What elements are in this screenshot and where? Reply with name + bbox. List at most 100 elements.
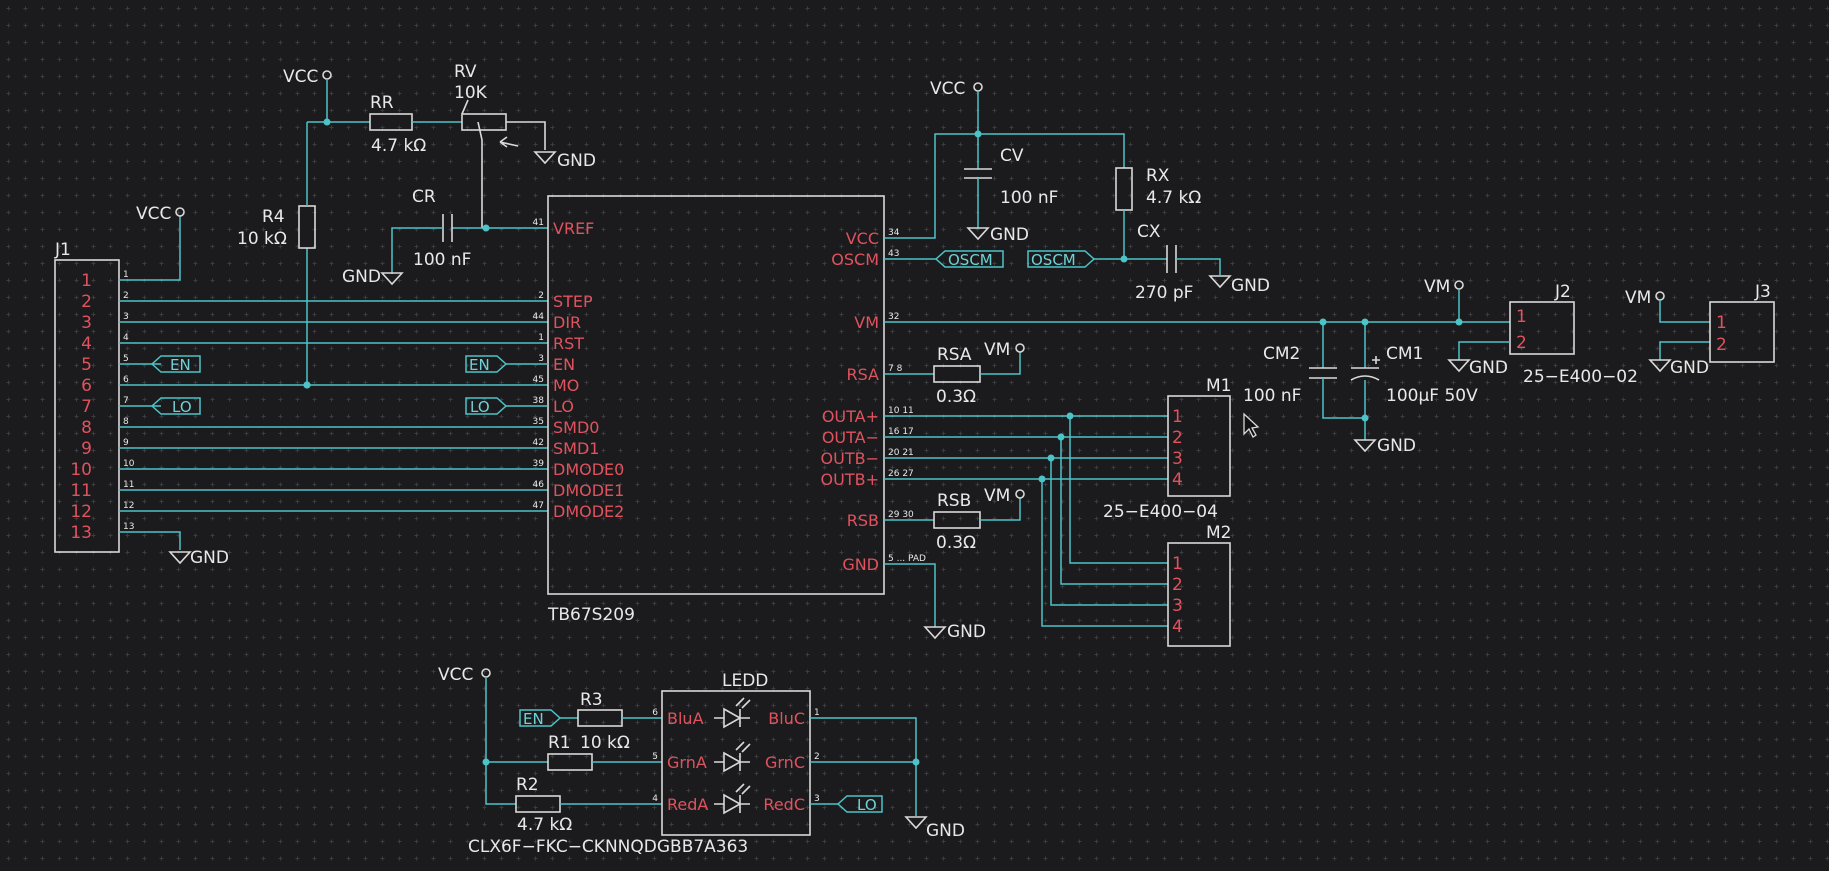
svg-text:1: 1 — [1172, 554, 1183, 574]
ledd-part: CLX6F−FKC−CKNNQDGBB7A363 — [468, 837, 748, 857]
net-label-lo-ic[interactable]: LO — [465, 397, 548, 416]
net-label-en-led[interactable]: EN — [519, 709, 578, 728]
ic-pin-name: RSB — [847, 511, 879, 530]
svg-text:VM: VM — [1424, 277, 1450, 297]
led-anode-name: RedA — [667, 795, 708, 814]
ic-pin-name: GND — [842, 555, 879, 574]
ic-pin-number: 26 27 — [888, 469, 914, 479]
ic-pin-number: 39 — [533, 459, 545, 469]
ic-pin-name: OUTB+ — [821, 470, 879, 489]
wire-j1-gnd — [119, 531, 181, 550]
gnd-symbol-cv: GND — [966, 225, 1029, 245]
cr-value: 100 nF — [413, 250, 471, 270]
ic-pin-number: 46 — [533, 480, 545, 490]
j1-pin-number: 6 — [81, 376, 92, 396]
ic-pin-number: 41 — [533, 218, 544, 228]
led-diode-icon — [714, 783, 751, 815]
ic-pin-name: VREF — [553, 219, 594, 238]
ic-pin-name: SMD0 — [553, 418, 599, 437]
ic-tb67s209[interactable]: TB67S209 VREF41STEP2DIR44RST1EN3MO45LO38… — [533, 195, 926, 625]
j1-pin-index: 5 — [123, 354, 129, 364]
j1-pin-number: 10 — [70, 460, 92, 480]
led-diode-icon — [714, 741, 751, 773]
svg-text:EN: EN — [469, 356, 490, 374]
ic-pin-name: OSCM — [831, 250, 879, 269]
net-label-oscm-ic[interactable]: OSCM — [884, 250, 1004, 269]
svg-text:2: 2 — [1172, 575, 1183, 595]
svg-text:VCC: VCC — [930, 79, 965, 99]
ic-pin-name: MO — [553, 376, 579, 395]
cx-ref: CX — [1137, 222, 1161, 242]
j1-pin-number: 11 — [70, 481, 92, 501]
svg-text:4: 4 — [1172, 617, 1183, 637]
ic-pin-number: 7 8 — [888, 364, 903, 374]
ic-pin-number: 35 — [533, 417, 544, 427]
ledd-ref: LEDD — [722, 671, 768, 691]
ic-pin-number: 32 — [888, 312, 899, 322]
j2-ref: J2 — [1554, 282, 1571, 302]
connector-j3[interactable]: J3 1 2 — [1709, 282, 1775, 363]
rv-value: 10K — [454, 83, 488, 103]
led-cathode-name: RedC — [763, 795, 805, 814]
rsb-value: 0.3Ω — [936, 533, 976, 553]
svg-text:EN: EN — [170, 356, 191, 374]
j1-pin-index: 6 — [123, 375, 129, 385]
net-label-lo-j1[interactable]: LO — [119, 397, 201, 416]
svg-text:GND: GND — [1231, 276, 1270, 296]
potentiometer-rv[interactable] — [461, 99, 546, 150]
mouse-pointer-icon — [1243, 412, 1260, 438]
j1-pin-index: 12 — [123, 501, 134, 511]
ic-pin-number: 1 — [538, 333, 544, 343]
r2-value: 4.7 kΩ — [517, 815, 572, 835]
rx-ref: RX — [1146, 166, 1170, 186]
ic-pin-number: 29 30 — [888, 510, 914, 520]
led-cathode-name: BluC — [768, 709, 805, 728]
rr-ref: RR — [370, 93, 394, 113]
vcc-symbol-j1: VCC — [136, 204, 185, 224]
svg-text:OSCM: OSCM — [948, 251, 993, 269]
wire-ic-vcc — [884, 133, 1125, 239]
ic-pin-number: 20 21 — [888, 448, 914, 458]
ic-pin-name: DMODE1 — [553, 481, 624, 500]
net-label-lo-led[interactable]: LO — [836, 795, 883, 814]
bus-wires-j1-ic — [119, 300, 548, 512]
svg-text:2: 2 — [1716, 335, 1727, 355]
connector-m2[interactable]: M2 1 2 3 4 — [1167, 523, 1231, 647]
svg-text:3: 3 — [1172, 596, 1183, 616]
net-label-en-ic[interactable]: EN — [465, 355, 548, 374]
ic-pin-name: RSA — [846, 365, 879, 384]
ic-pin-name: DIR — [553, 313, 581, 332]
rv-ref: RV — [454, 62, 477, 82]
j1-pin-number: 9 — [81, 439, 92, 459]
j1-pin-number: 7 — [81, 397, 92, 417]
j3-ref: J3 — [1754, 282, 1771, 302]
led-cathode-name: GrnC — [765, 753, 805, 772]
led-anode-num: 6 — [652, 708, 658, 718]
ic-pin-number: 10 11 — [888, 406, 914, 416]
svg-text:VM: VM — [984, 486, 1010, 506]
net-label-en-j1[interactable]: EN — [119, 355, 201, 374]
ic-pin-name: DMODE2 — [553, 502, 624, 521]
r1-ref: R1 — [548, 733, 571, 753]
connector-j2[interactable]: J2 1 2 25−E400−02 — [1509, 282, 1638, 387]
net-label-oscm-cx[interactable]: OSCM — [1027, 250, 1167, 269]
capacitor-cm1[interactable] — [1350, 356, 1380, 381]
gnd-symbol-rv: GND — [533, 151, 596, 171]
led-anode-num: 4 — [652, 794, 658, 804]
ic-pin-name: LO — [553, 397, 574, 416]
cm2-ref: CM2 — [1263, 344, 1300, 364]
connector-m1[interactable]: M1 1 2 3 4 25−E400−04 — [1103, 376, 1231, 522]
gnd-symbol-j1: GND — [168, 548, 229, 568]
ic-pin-name: SMD1 — [553, 439, 599, 458]
ic-pin-number: 43 — [888, 249, 899, 259]
cm2-value: 100 nF — [1243, 386, 1301, 406]
cr-ref: CR — [412, 187, 436, 207]
vm-symbol-j2: VM — [1424, 277, 1464, 322]
ic-pin-name: OUTB− — [821, 449, 879, 468]
ic-pin-number: 5 ... PAD — [888, 554, 926, 564]
svg-text:GND: GND — [1469, 358, 1508, 378]
j1-pin-number: 13 — [70, 523, 92, 543]
